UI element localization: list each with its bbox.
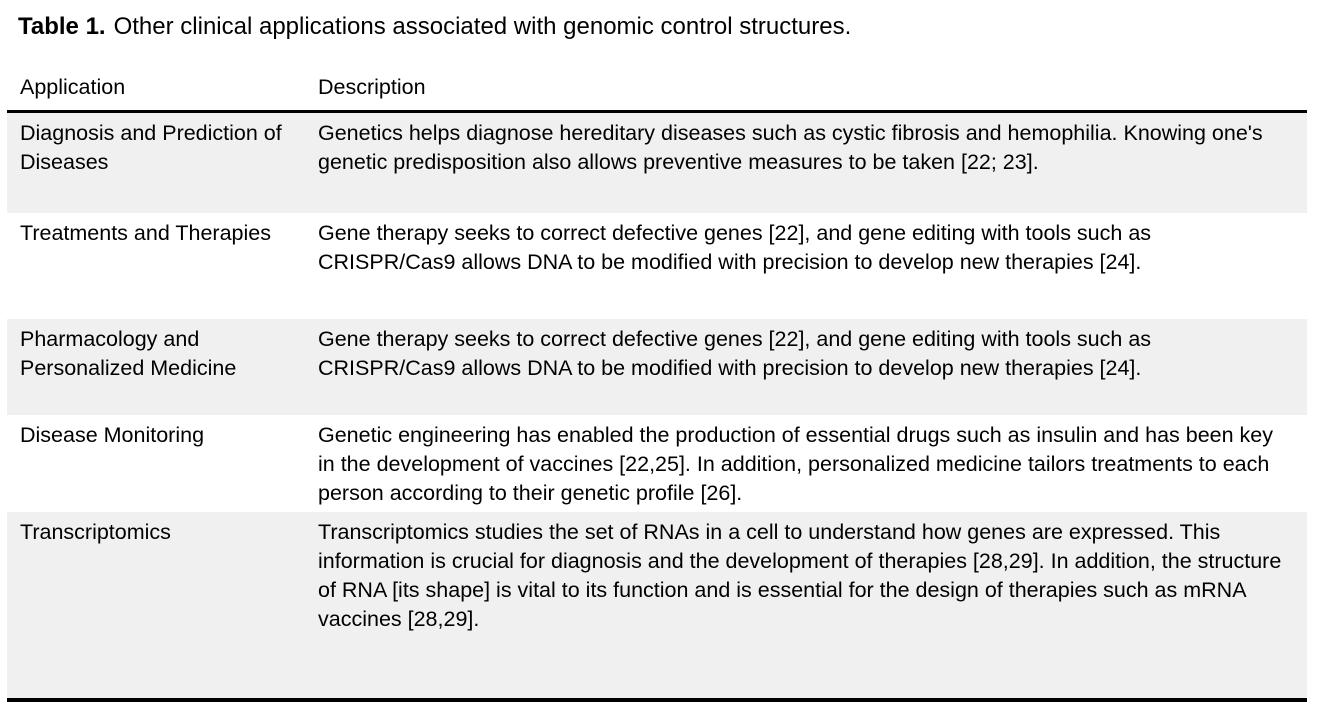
table-header-row: Application Description [7, 73, 1307, 113]
description-cell: Genetics helps diagnose hereditary disea… [318, 121, 1263, 174]
application-cell: Pharmacology and Personalized Medicine [20, 327, 237, 380]
column-header-application: Application [20, 75, 126, 99]
table-caption-text: Other clinical applications associated w… [113, 13, 852, 40]
table-row: Pharmacology and Personalized Medicine G… [7, 319, 1307, 415]
description-cell: Gene therapy seeks to correct defective … [318, 221, 1152, 274]
application-cell: Transcriptomics [20, 520, 171, 544]
table-row: Transcriptomics Transcriptomics studies … [7, 512, 1307, 698]
table-caption: Table 1. Other clinical applications asso… [18, 12, 1334, 41]
clinical-applications-table: Application Description Diagnosis and Pr… [7, 73, 1307, 702]
table-row: Disease Monitoring Genetic engineering h… [7, 415, 1307, 512]
description-cell: Genetic engineering has enabled the prod… [318, 423, 1274, 505]
table-row: Diagnosis and Prediction of Diseases Gen… [7, 113, 1307, 213]
application-cell: Disease Monitoring [20, 423, 205, 447]
description-cell: Transcriptomics studies the set of RNAs … [318, 520, 1282, 631]
table-row: Treatments and Therapies Gene therapy se… [7, 213, 1307, 319]
table-caption-label: Table 1. [18, 13, 106, 40]
application-cell: Treatments and Therapies [20, 221, 271, 245]
description-cell: Gene therapy seeks to correct defective … [318, 327, 1152, 380]
application-cell: Diagnosis and Prediction of Diseases [20, 121, 282, 174]
column-header-description: Description [318, 75, 426, 99]
